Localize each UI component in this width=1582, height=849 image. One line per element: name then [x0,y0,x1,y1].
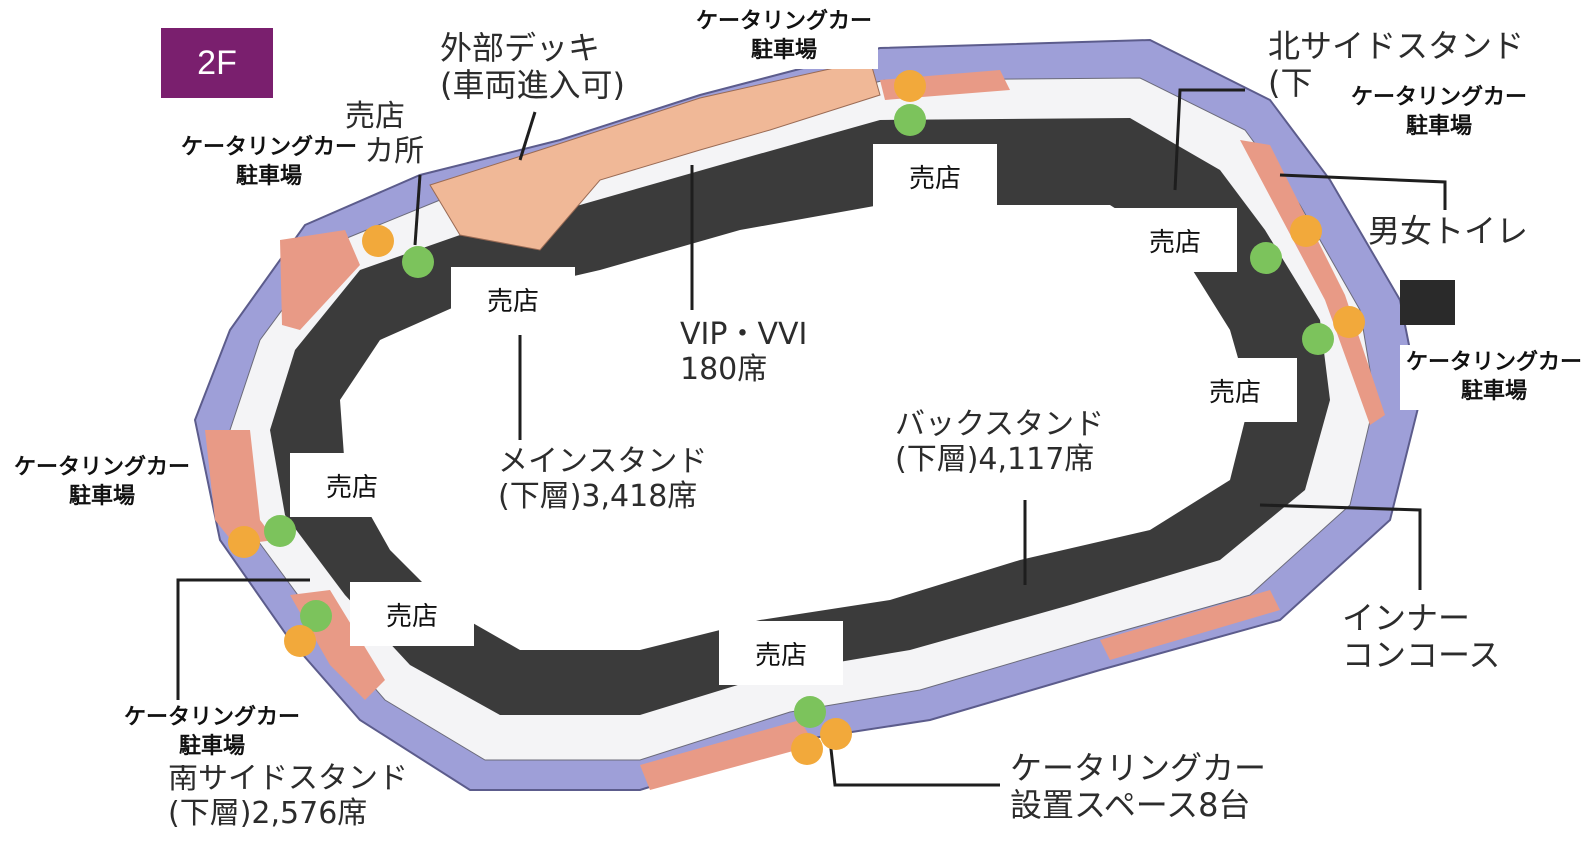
shop-marker [264,515,296,547]
stall-band-e [1240,140,1385,425]
stall-band-s [640,720,815,790]
north-gate [1400,280,1455,325]
shop-marker [794,696,826,728]
shop-label: 売店 [1113,208,1237,272]
catering-parking-label: ケータリングカー 駐車場 [118,700,307,766]
catering-parking-label: ケータリングカー 駐車場 [1400,345,1582,411]
catering-parking-label: ケータリングカー 駐車場 [175,130,364,196]
shop-marker [894,104,926,136]
catering-dots [228,70,1365,765]
stall-band-nw [280,230,360,330]
catering-space-label: ケータリングカー 設置スペース8台 [1010,749,1267,824]
catering-marker [820,718,852,750]
vip-area [429,59,881,251]
shop-label: 売店 [290,453,414,517]
catering-marker [791,733,823,765]
back-stand-label: バックスタンド (下層)4,117席 [895,407,1105,477]
inner-concourse-label: インナー コンコース [1342,599,1501,674]
catering-marker [1333,306,1365,338]
catering-parking-label: ケータリングカー 駐車場 [690,4,879,70]
shop-label: 売店 [451,267,575,331]
leader-lines [176,88,1447,787]
shop-dots [264,104,1334,728]
shop-marker [402,246,434,278]
shop-label: 売店 [350,582,474,646]
catering-marker [284,625,316,657]
vip-label: VIP・VVI 180席 [680,317,808,387]
shop-label: 売店 [1173,358,1297,422]
stall-band-w [205,430,275,545]
catering-marker [228,526,260,558]
main-stand-label: メインスタンド (下層)3,418席 [498,444,708,514]
catering-marker [1290,215,1322,247]
catering-marker [894,70,926,102]
catering-marker [362,225,394,257]
catering-parking-label: ケータリングカー 駐車場 [1345,80,1534,146]
shop-label: 売店 [873,144,997,208]
shop-marker [300,600,332,632]
floor-badge: 2F [161,28,273,98]
shop-marker [1250,242,1282,274]
catering-parking-label: ケータリングカー 駐車場 [8,450,197,516]
shop-marker [1302,323,1334,355]
north-stand-label: 北サイドスタンド (下 [1268,27,1525,102]
stall-band-se [1100,590,1280,660]
toilet-label: 男女トイレ [1368,212,1529,250]
south-stand-label: 南サイドスタンド (下層)2,576席 [168,761,408,831]
outer-deck-label: 外部デッキ (車両進入可) [440,29,625,104]
shop-label: 売店 [719,621,843,685]
